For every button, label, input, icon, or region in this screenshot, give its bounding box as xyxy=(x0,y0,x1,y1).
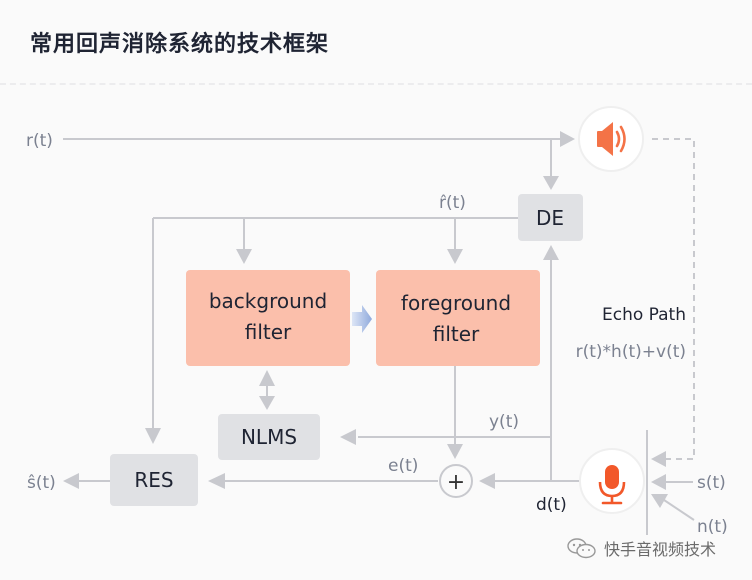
sum-symbol: + xyxy=(447,470,465,495)
signal-y-label: y(t) xyxy=(489,412,519,432)
background-filter-block[interactable]: background filter xyxy=(186,270,350,366)
wechat-icon xyxy=(567,538,596,559)
signal-r-label: r(t) xyxy=(26,131,53,151)
signal-rhat-label: r̂(t) xyxy=(439,193,466,213)
speaker-icon xyxy=(597,122,626,156)
background-filter-label-line1: background xyxy=(209,289,327,313)
echo-path-label: Echo Path xyxy=(602,305,686,325)
background-filter-label-line2: filter xyxy=(245,320,292,344)
foreground-filter-label-line1: foreground xyxy=(401,291,511,315)
arrow-d-into-sum xyxy=(479,473,495,489)
title-divider xyxy=(0,83,752,85)
foreground-filter-block[interactable]: foreground filter xyxy=(376,270,540,366)
arrow-to-nlms xyxy=(340,429,356,445)
arrowheads xyxy=(63,131,668,508)
microphone-icon xyxy=(598,465,626,505)
signal-d-label: d(t) xyxy=(536,495,567,515)
res-block[interactable]: RES xyxy=(110,454,198,506)
speaker[interactable] xyxy=(578,106,644,172)
arrow-s-to-mic xyxy=(651,474,666,490)
arrow-e-to-res xyxy=(208,473,225,489)
watermark: 快手音视频技术 xyxy=(566,536,716,560)
foreground-filter-label-line2: filter xyxy=(433,322,480,346)
echo-path-formula: r(t)*h(t)+v(t) xyxy=(576,342,686,362)
nlms-block[interactable]: NLMS xyxy=(218,414,320,460)
arrow-n-to-mic xyxy=(651,494,668,508)
arrow-to-res-top xyxy=(145,428,161,444)
res-label: RES xyxy=(134,468,173,492)
arrow-to-sum xyxy=(447,444,463,459)
page-title: 常用回声消除系统的技术框架 xyxy=(30,32,330,57)
de-label: DE xyxy=(536,206,564,230)
arrow-to-de xyxy=(543,176,559,190)
signal-s-label: s(t) xyxy=(697,473,726,493)
arrow-to-fg xyxy=(447,249,463,264)
line-n xyxy=(663,499,695,521)
arrow-to-bg xyxy=(236,249,252,264)
watermark-text: 快手音视频技术 xyxy=(604,540,717,559)
signal-e-label: e(t) xyxy=(388,456,418,476)
de-block[interactable]: DE xyxy=(518,194,583,241)
sum-node: + xyxy=(439,464,473,498)
arrow-bg-to-fg xyxy=(352,305,372,333)
microphone[interactable] xyxy=(579,448,645,514)
arrow-d-to-de xyxy=(543,245,559,260)
echo-path-line xyxy=(652,138,695,460)
signal-n-label: n(t) xyxy=(697,517,728,537)
connector-lines xyxy=(63,138,695,535)
nlms-label: NLMS xyxy=(241,425,297,449)
arrow-nlms-up xyxy=(259,370,275,386)
arrow-to-speaker xyxy=(560,131,575,147)
signal-shat-label: ŝ(t) xyxy=(27,473,56,493)
arrow-res-out xyxy=(63,473,79,489)
arrow-echo-to-mic xyxy=(651,451,666,467)
arrow-nlms-down xyxy=(259,396,275,410)
